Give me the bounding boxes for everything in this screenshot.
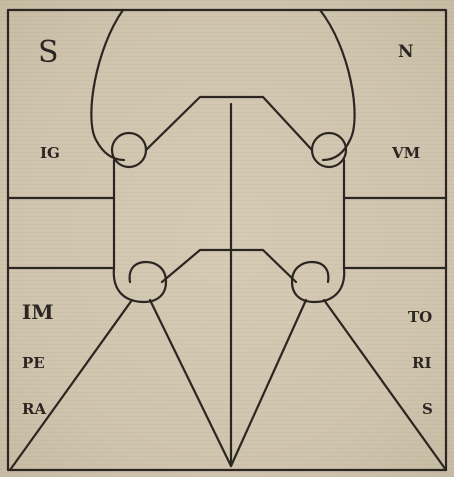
- left-outer-leg: [10, 300, 132, 470]
- upper-left-ring: [112, 133, 146, 167]
- label-lower-left-2: PE: [22, 356, 45, 371]
- lower-right-lobe: [292, 262, 344, 302]
- label-top-left: S: [38, 38, 59, 68]
- upper-right-ring: [312, 133, 346, 167]
- right-inner-leg: [231, 300, 306, 466]
- label-top-right: N: [398, 44, 414, 61]
- upper-peak: [146, 97, 312, 150]
- label-lower-left-1: IM: [22, 302, 54, 322]
- label-lower-right-2: RI: [412, 356, 431, 371]
- label-upper-right: VM: [392, 146, 420, 161]
- label-lower-left-3: RA: [22, 402, 46, 417]
- label-lower-right-3: S: [422, 402, 433, 417]
- outer-border: [8, 10, 446, 470]
- label-upper-left: IG: [40, 146, 60, 161]
- lower-left-lobe: [114, 262, 166, 302]
- top-dome-arc-right: [320, 10, 355, 160]
- lower-peak: [162, 250, 296, 282]
- label-lower-right-1: TO: [408, 310, 432, 325]
- left-inner-leg: [150, 300, 231, 466]
